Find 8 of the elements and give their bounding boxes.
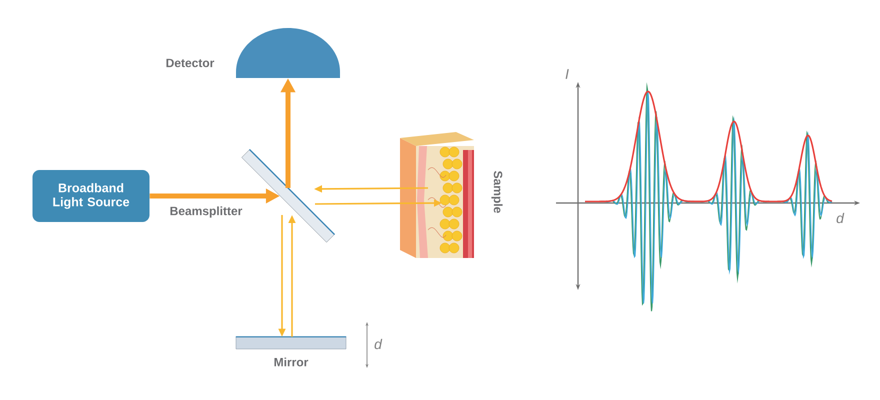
axis-label: d <box>836 212 844 224</box>
light-source-box: Broadband Light Source <box>32 170 150 222</box>
detector-label: Detector <box>166 58 214 68</box>
mirror-label: Mirror <box>274 358 308 366</box>
dimension-label: d <box>374 338 382 350</box>
axis-label: I <box>566 69 569 79</box>
beamsplitter-label: Beamsplitter <box>170 206 242 218</box>
sample-label: Sample <box>491 171 503 213</box>
